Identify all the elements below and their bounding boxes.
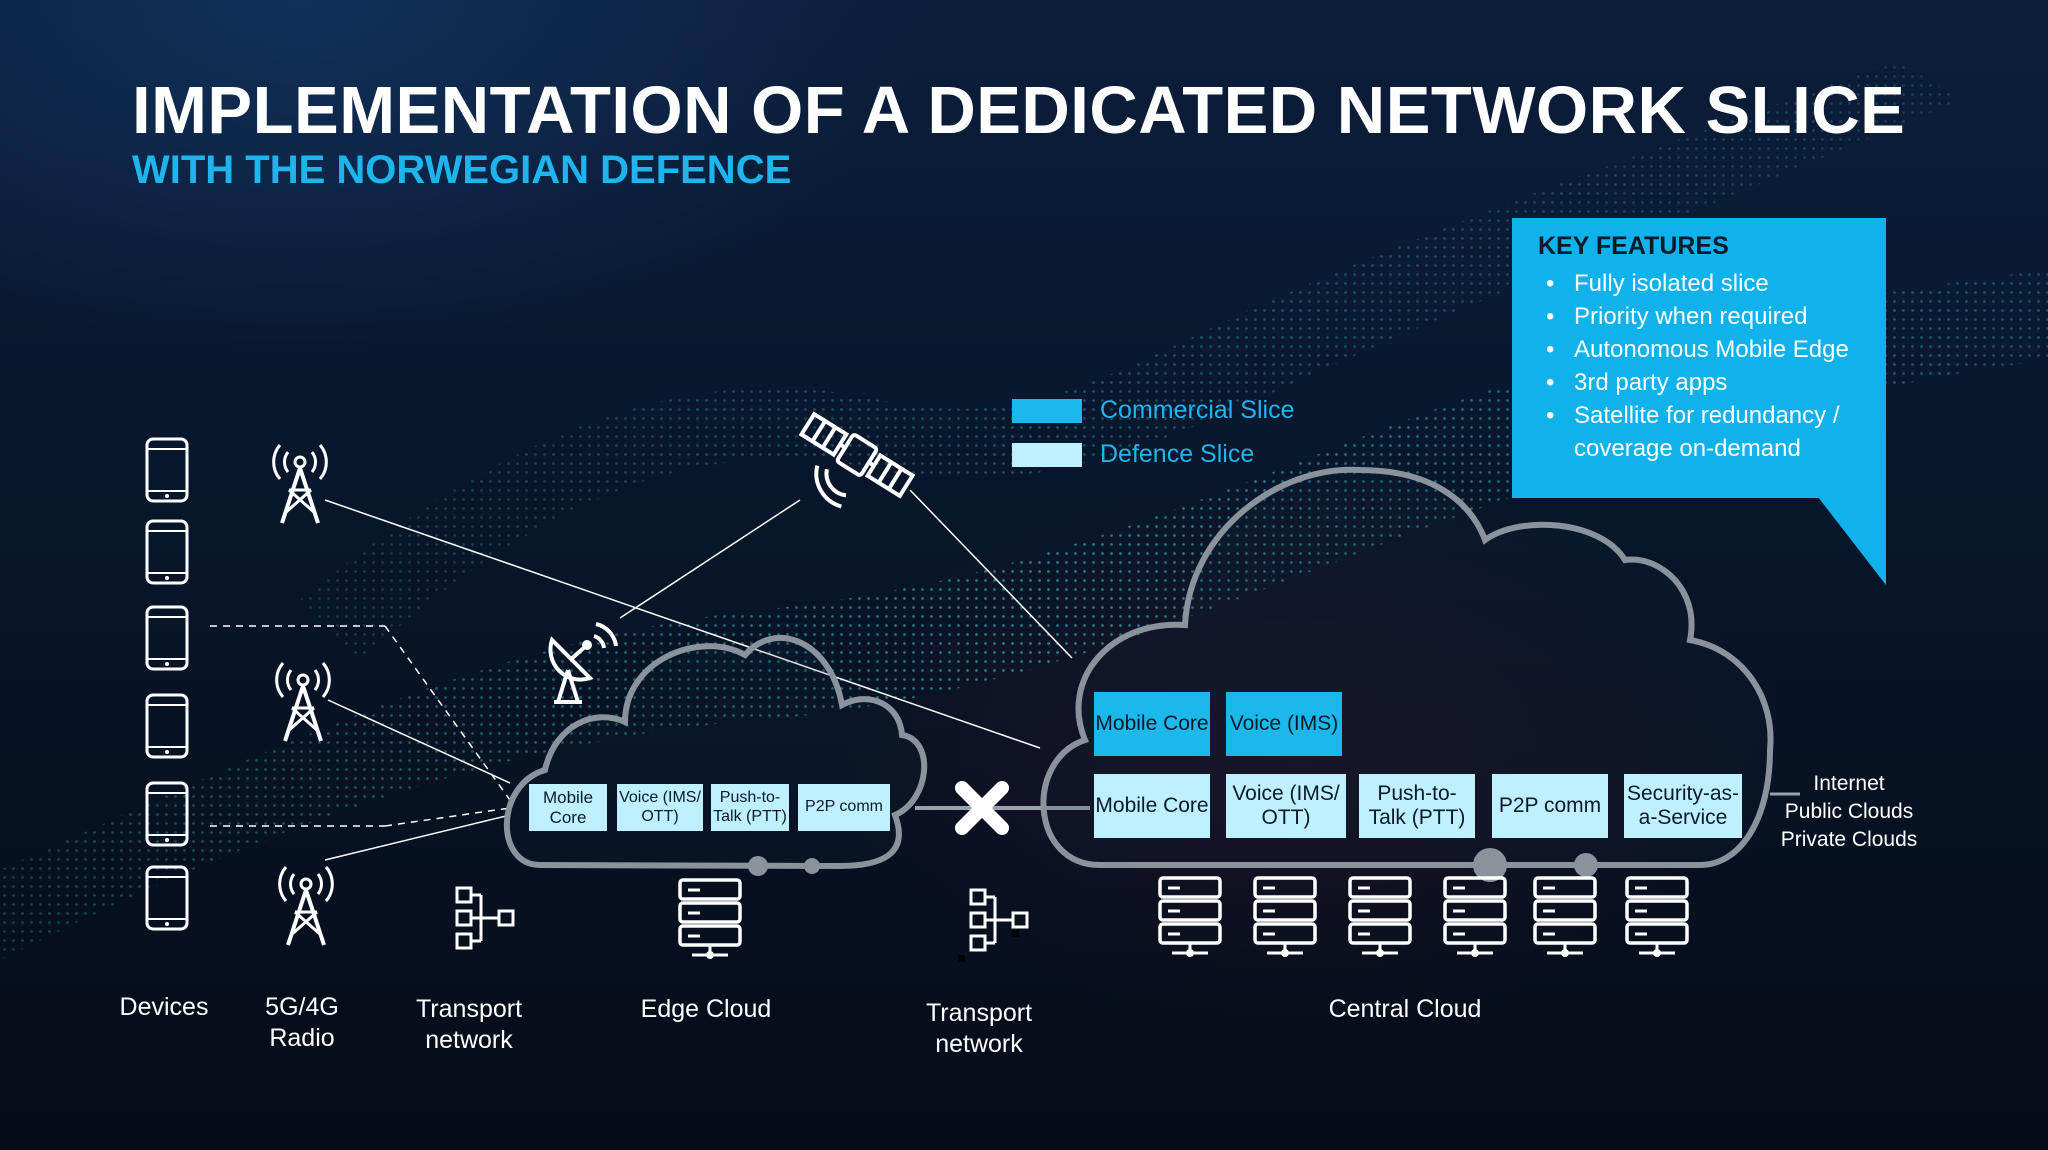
server-icon [1533, 876, 1597, 959]
legend-swatch-defence [1012, 442, 1082, 467]
edge-p2p-box: P2P comm [798, 784, 890, 831]
private-clouds-label: Private Clouds [1780, 828, 1918, 851]
smartphone-icon [145, 519, 189, 585]
edge-voice-box: Voice (IMS/ OTT) [617, 784, 703, 831]
network-node-icon [455, 886, 515, 950]
server-icon [1625, 876, 1689, 959]
legend-label: Commercial Slice [1100, 396, 1295, 424]
server-icon [1443, 876, 1507, 959]
public-clouds-label: Public Clouds [1784, 800, 1914, 823]
legend-label: Defence Slice [1100, 440, 1255, 468]
server-icon [1158, 876, 1222, 959]
transport-label-line1: Transport [925, 999, 1033, 1027]
devices-label: Devices [119, 993, 209, 1021]
radio-label: 5G/4G Radio [242, 992, 362, 1054]
legend-commercial: Commercial Slice [1012, 396, 1294, 425]
smartphone-icon [145, 693, 189, 759]
smartphone-icon [145, 865, 189, 931]
radio-tower-icon [271, 443, 329, 525]
central-defence-security-box: Security-as-a-Service [1624, 774, 1742, 838]
central-defence-voice-box: Voice (IMS/ OTT) [1226, 774, 1346, 838]
central-defence-ptt-box: Push-to-Talk (PTT) [1359, 774, 1475, 838]
list-item: Fully isolated slice [1544, 267, 1860, 300]
server-icon [1253, 876, 1317, 959]
callout-pointer [1818, 497, 1886, 585]
list-item: Priority when required [1544, 300, 1860, 333]
slide-title: IMPLEMENTATION OF A DEDICATED NETWORK SL… [132, 73, 1906, 148]
central-cloud-label: Central Cloud [1328, 995, 1482, 1023]
key-features-list: Fully isolated slice Priority when requi… [1538, 267, 1860, 465]
radio-label-line1: 5G/4G [265, 993, 339, 1021]
external-clouds-label: Internet Public Clouds Private Clouds [1770, 770, 1928, 854]
transport-label-line2: network [425, 1026, 513, 1054]
edge-mobile-core-box: Mobile Core [529, 784, 607, 831]
key-features-callout: KEY FEATURES Fully isolated slice Priori… [1512, 218, 1886, 498]
radio-label-line2: Radio [269, 1024, 335, 1052]
central-commercial-mobile-core-box: Mobile Core [1094, 692, 1210, 756]
edge-ptt-box: Push-to-Talk (PTT) [711, 784, 789, 831]
disconnect-x-icon [955, 781, 1009, 835]
central-commercial-voice-box: Voice (IMS) [1226, 692, 1342, 756]
radio-tower-icon [277, 865, 335, 947]
list-item: 3rd party apps [1544, 366, 1860, 399]
satellite-dish-icon [548, 622, 618, 704]
network-node-sparkle [958, 930, 1019, 962]
transport-label-line1: Transport [415, 995, 523, 1023]
central-cloud-outline [1040, 466, 1774, 882]
server-icon [678, 878, 742, 961]
transport-network-label: Transport network [909, 998, 1049, 1060]
smartphone-icon [145, 605, 189, 671]
transport-label-line2: network [935, 1030, 1023, 1058]
slide-subtitle: WITH THE NORWEGIAN DEFENCE [132, 148, 792, 192]
central-defence-p2p-box: P2P comm [1492, 774, 1608, 838]
satellite-icon [798, 411, 916, 509]
internet-label: Internet [1813, 772, 1885, 795]
smartphone-icon [145, 437, 189, 503]
connection-lines [210, 489, 1800, 861]
central-defence-mobile-core-box: Mobile Core [1094, 774, 1210, 838]
list-item: Satellite for redundancy / coverage on-d… [1544, 399, 1860, 465]
server-icon [1348, 876, 1412, 959]
list-item: Autonomous Mobile Edge [1544, 333, 1860, 366]
radio-towers [271, 443, 335, 947]
network-node-icon [969, 888, 1029, 952]
key-features-heading: KEY FEATURES [1538, 232, 1729, 260]
transport-network-label: Transport network [399, 994, 539, 1056]
legend-swatch-commercial [1012, 398, 1082, 423]
edge-cloud-label: Edge Cloud [640, 995, 772, 1023]
legend-defence: Defence Slice [1012, 440, 1254, 469]
